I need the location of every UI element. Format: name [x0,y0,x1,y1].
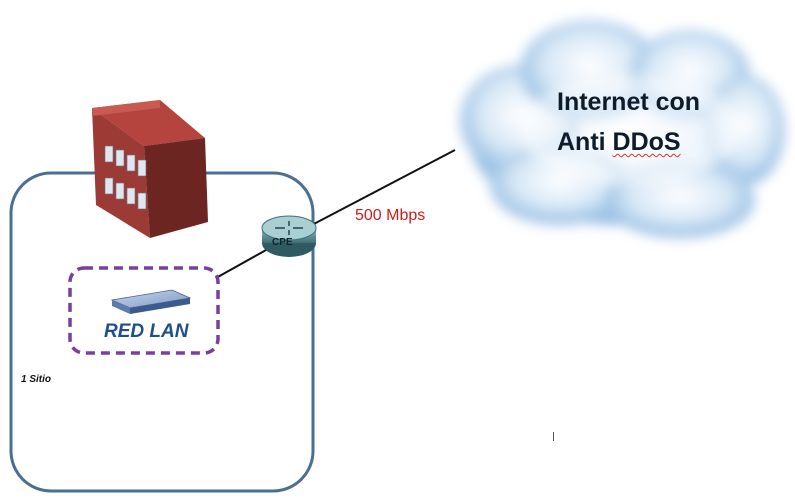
internet-cloud [460,20,785,238]
cloud-title-line2: Anti DDoS [557,128,681,157]
switch-icon [110,289,192,314]
cpe-label: CPE [272,237,293,248]
site-label: 1 Sitio [21,374,52,385]
router-icon [261,215,317,257]
lan-label: RED LAN [104,321,189,342]
building-icon [92,100,208,238]
lan-boundary [68,266,220,355]
stray-tick-mark [553,432,554,441]
lan-link [215,244,276,279]
cloud-title-part-b: DDoS [612,128,681,156]
cloud-title-line1: Internet con [557,88,701,116]
cloud-title-part-a: Anti [557,128,613,156]
bandwidth-label: 500 Mbps [355,207,426,224]
wan-link [309,149,456,227]
